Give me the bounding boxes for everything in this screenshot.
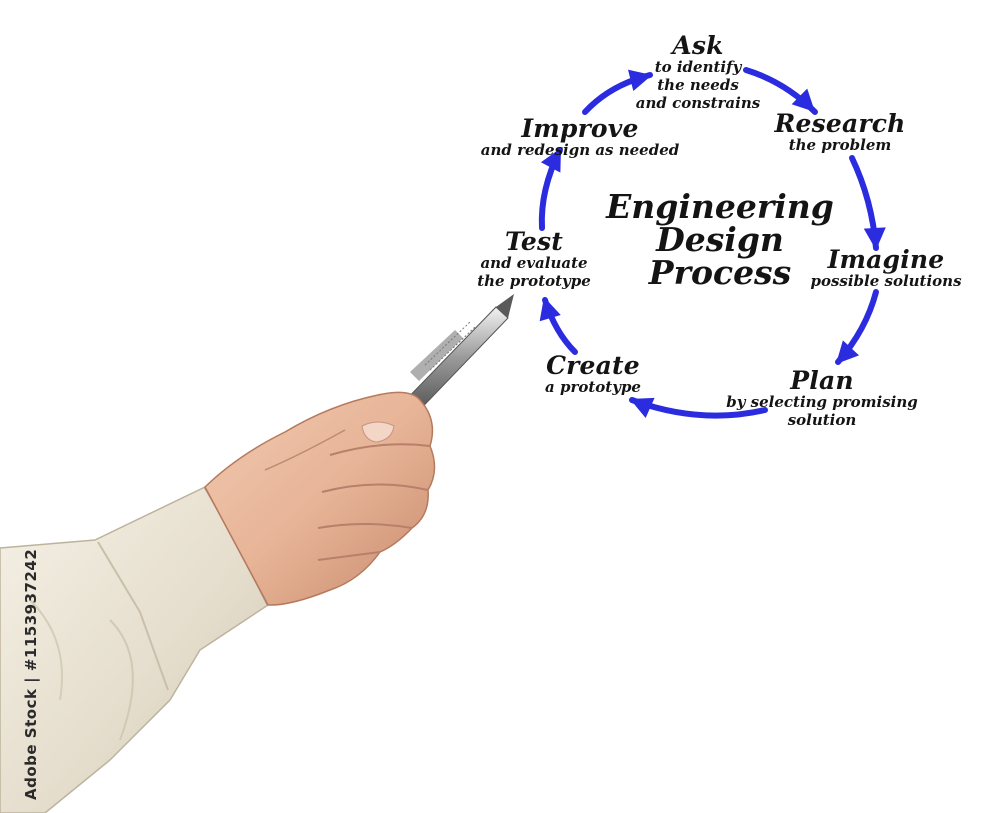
step-test: Test and evaluate the prototype <box>477 229 591 290</box>
arrowhead-icon <box>791 88 815 112</box>
diagram-title-line: Process <box>648 253 792 292</box>
arrowhead-icon <box>836 340 860 364</box>
arrowhead-icon <box>540 148 561 173</box>
diagram-title: Engineering Design Process <box>606 190 834 289</box>
hand-with-pen <box>0 294 514 813</box>
step-detail: possible solutions <box>810 272 962 290</box>
step-title: Improve <box>521 114 639 143</box>
step-ask: Ask to identify the needs and constrains <box>636 33 760 112</box>
step-detail: and evaluate <box>480 254 588 272</box>
pen <box>396 294 514 421</box>
step-create: Create a prototype <box>545 353 641 396</box>
arrowhead-icon <box>627 69 652 92</box>
step-title: Create <box>546 351 640 380</box>
step-detail: and constrains <box>635 94 761 112</box>
step-detail: by selecting promising <box>726 393 918 411</box>
step-detail: the prototype <box>477 272 591 290</box>
step-detail: solution <box>787 411 857 429</box>
arrowhead-icon <box>863 227 886 250</box>
step-title: Ask <box>672 31 724 60</box>
diagram-title-line: Design <box>656 220 784 259</box>
step-detail: to identify <box>654 58 742 76</box>
arrowhead-icon <box>630 397 655 418</box>
step-title: Plan <box>790 366 854 395</box>
step-detail: the problem <box>788 136 892 154</box>
step-detail: the needs <box>657 76 739 94</box>
cycle-arrows <box>538 67 886 419</box>
arrowhead-icon <box>539 297 561 322</box>
stock-credit: Adobe Stock | #1153937242 <box>22 548 40 800</box>
step-title: Research <box>774 109 906 138</box>
step-plan: Plan by selecting promising solution <box>726 368 918 429</box>
step-imagine: Imagine possible solutions <box>810 247 961 290</box>
step-detail: and redesign as needed <box>480 141 680 159</box>
step-title: Imagine <box>827 245 945 274</box>
step-detail: a prototype <box>545 378 641 396</box>
step-title: Test <box>504 227 564 256</box>
thumbnail <box>361 421 395 443</box>
shirt-sleeve <box>0 486 269 813</box>
step-improve: Improve and redesign as needed <box>481 116 679 159</box>
step-research: Research the problem <box>774 111 905 154</box>
diagram-title-line: Engineering <box>606 187 834 226</box>
